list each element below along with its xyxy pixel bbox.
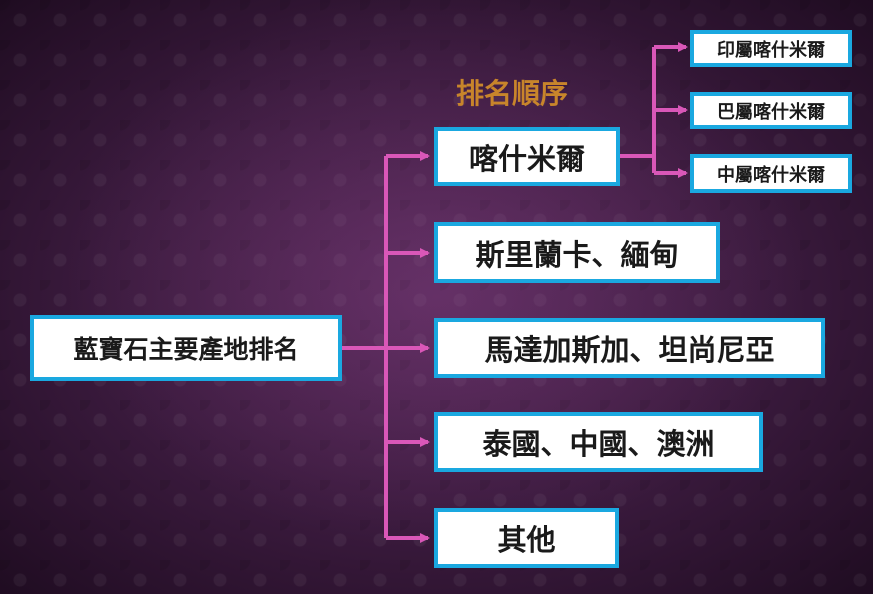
node-thailand-china-australia: 泰國、中國、澳洲 (434, 412, 763, 472)
node-other: 其他 (434, 508, 619, 568)
sub-node-pakistani-kashmir: 巴屬喀什米爾 (690, 92, 852, 129)
root-node: 藍寶石主要產地排名 (30, 315, 342, 381)
sub-node-chinese-kashmir: 中屬喀什米爾 (690, 154, 852, 193)
sub-node-indian-kashmir: 印屬喀什米爾 (690, 30, 852, 67)
ranking-order-title: 排名順序 (456, 77, 569, 110)
node-madagascar-tanzania: 馬達加斯加、坦尚尼亞 (434, 318, 825, 378)
node-sri-lanka-myanmar: 斯里蘭卡、緬甸 (434, 222, 720, 283)
node-kashmir: 喀什米爾 (434, 127, 620, 186)
